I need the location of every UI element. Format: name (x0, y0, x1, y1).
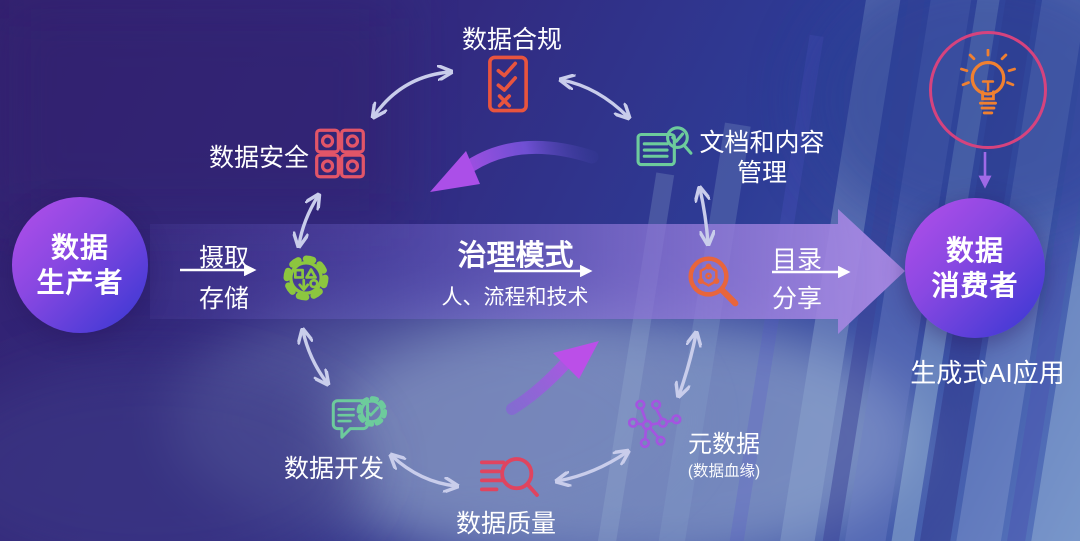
doc-mgmt-label-line2: 管理 (736, 159, 787, 187)
idea-circle (929, 31, 1047, 149)
purple-arrow-upper-right (506, 341, 599, 415)
governance-title: 治理模式 (457, 240, 574, 272)
document-search-check-icon (636, 124, 694, 174)
data-consumer-circle: 数据 消费者 (905, 198, 1045, 338)
gear-process-icon (279, 251, 333, 305)
metadata-label-block: 元数据 (数据血缘) (668, 424, 780, 481)
flow-catalog-label: 目录 (771, 246, 822, 274)
generative-ai-caption: 生成式AI应用 (910, 358, 1065, 388)
producer-label-line1: 数据 (50, 232, 109, 263)
consumer-label-line1: 数据 (945, 235, 1004, 266)
security-label: 数据安全 (208, 144, 309, 172)
flow-ingest-label: 摄取 (198, 244, 249, 272)
flow-share-label: 分享 (771, 285, 822, 313)
lightbulb-icon (955, 48, 1021, 132)
metadata-sublabel: (数据血缘) (687, 463, 761, 480)
network-lineage-icon (628, 398, 682, 452)
producer-label-line2: 生产者 (36, 267, 124, 298)
search-network-icon (684, 252, 742, 310)
governance-subtitle: 人、流程和技术 (441, 286, 589, 309)
compliance-label: 数据合规 (461, 26, 562, 54)
data-producer-circle: 数据 生产者 (12, 197, 148, 333)
consumer-label-line2: 消费者 (931, 270, 1019, 301)
quality-label: 数据质量 (455, 510, 556, 538)
doc-mgmt-label: 文档和内容 管理 (694, 128, 830, 188)
flow-store-label: 存储 (198, 285, 249, 313)
grid-windows-icon (314, 126, 366, 181)
search-lines-icon (478, 450, 542, 504)
chat-gear-icon (331, 390, 387, 450)
metadata-label: 元数据 (688, 431, 760, 458)
doc-mgmt-label-line1: 文档和内容 (699, 129, 825, 157)
purple-arrow-upper-left (430, 140, 599, 192)
development-label: 数据开发 (283, 455, 384, 483)
checklist-icon (487, 55, 529, 113)
